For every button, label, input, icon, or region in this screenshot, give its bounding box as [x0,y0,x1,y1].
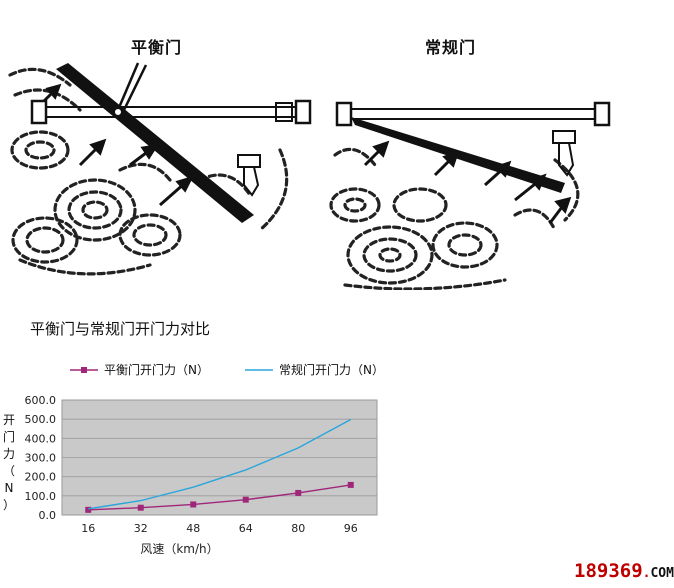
series-point-0 [347,481,354,488]
series-line-1 [88,418,352,510]
y-axis-label-char-3: （ [2,464,15,478]
y-tick-label: 0.0 [39,509,57,522]
opening-force-chart: 600.0 500.0 400.0 300.0 200.0 100.0 0.0 16 32 48 6… [25,394,378,556]
x-axis-label: 风速（km/h） [140,542,218,556]
x-tick-label: 80 [291,522,305,535]
series-point-0 [137,504,144,511]
conventional-door-illustration [329,101,611,290]
y-tick-label: 200.0 [25,471,57,484]
y-axis-label-char-0: 开 [2,413,15,427]
y-tick-label: 100.0 [25,490,57,503]
chart-legend: 平衡门开门力（N） 常规门开门力（N） [70,361,384,378]
legend-label-conventional: 常规门开门力（N） [278,363,384,377]
y-tick-label: 500.0 [25,413,57,426]
y-axis-label-char-2: 力 [2,447,15,461]
legend-swatch-balanced [70,366,98,373]
watermark-numbers: 189369 [574,560,643,582]
site-watermark: 189369.COM [574,560,674,582]
series-line-0 [88,484,351,511]
y-tick-label: 400.0 [25,432,57,445]
series-point-0 [190,501,197,508]
watermark-suffix: COM [650,566,674,581]
y-tick-label: 300.0 [25,452,57,465]
series-point-0 [295,489,302,496]
watermark-dot: . [642,566,651,581]
legend-label-balanced: 平衡门开门力（N） [104,363,209,377]
y-axis-label-char-1: 门 [2,430,15,444]
y-axis-label-char-5: ） [2,498,15,512]
x-tick-label: 16 [81,522,95,535]
conventional-door-title: 常规门 [425,38,477,57]
legend-item-conventional: 常规门开门力（N） [244,361,384,378]
x-tick-label: 96 [344,522,358,535]
x-tick-label: 32 [134,522,148,535]
x-tick-label: 64 [239,522,253,535]
chart-section-title: 平衡门与常规门开门力对比 [30,320,211,338]
y-axis-label: 开门力 （ N ） [2,412,16,514]
legend-swatch-conventional [244,368,273,371]
balanced-door-illustration [8,62,312,276]
series-point-0 [242,496,249,503]
y-tick-label: 600.0 [25,394,57,407]
series-point-0 [85,506,92,513]
legend-item-balanced: 平衡门开门力（N） [70,361,209,378]
y-axis-label-char-4: N [4,481,14,495]
x-tick-label: 48 [186,522,200,535]
balanced-door-title: 平衡门 [131,38,183,57]
